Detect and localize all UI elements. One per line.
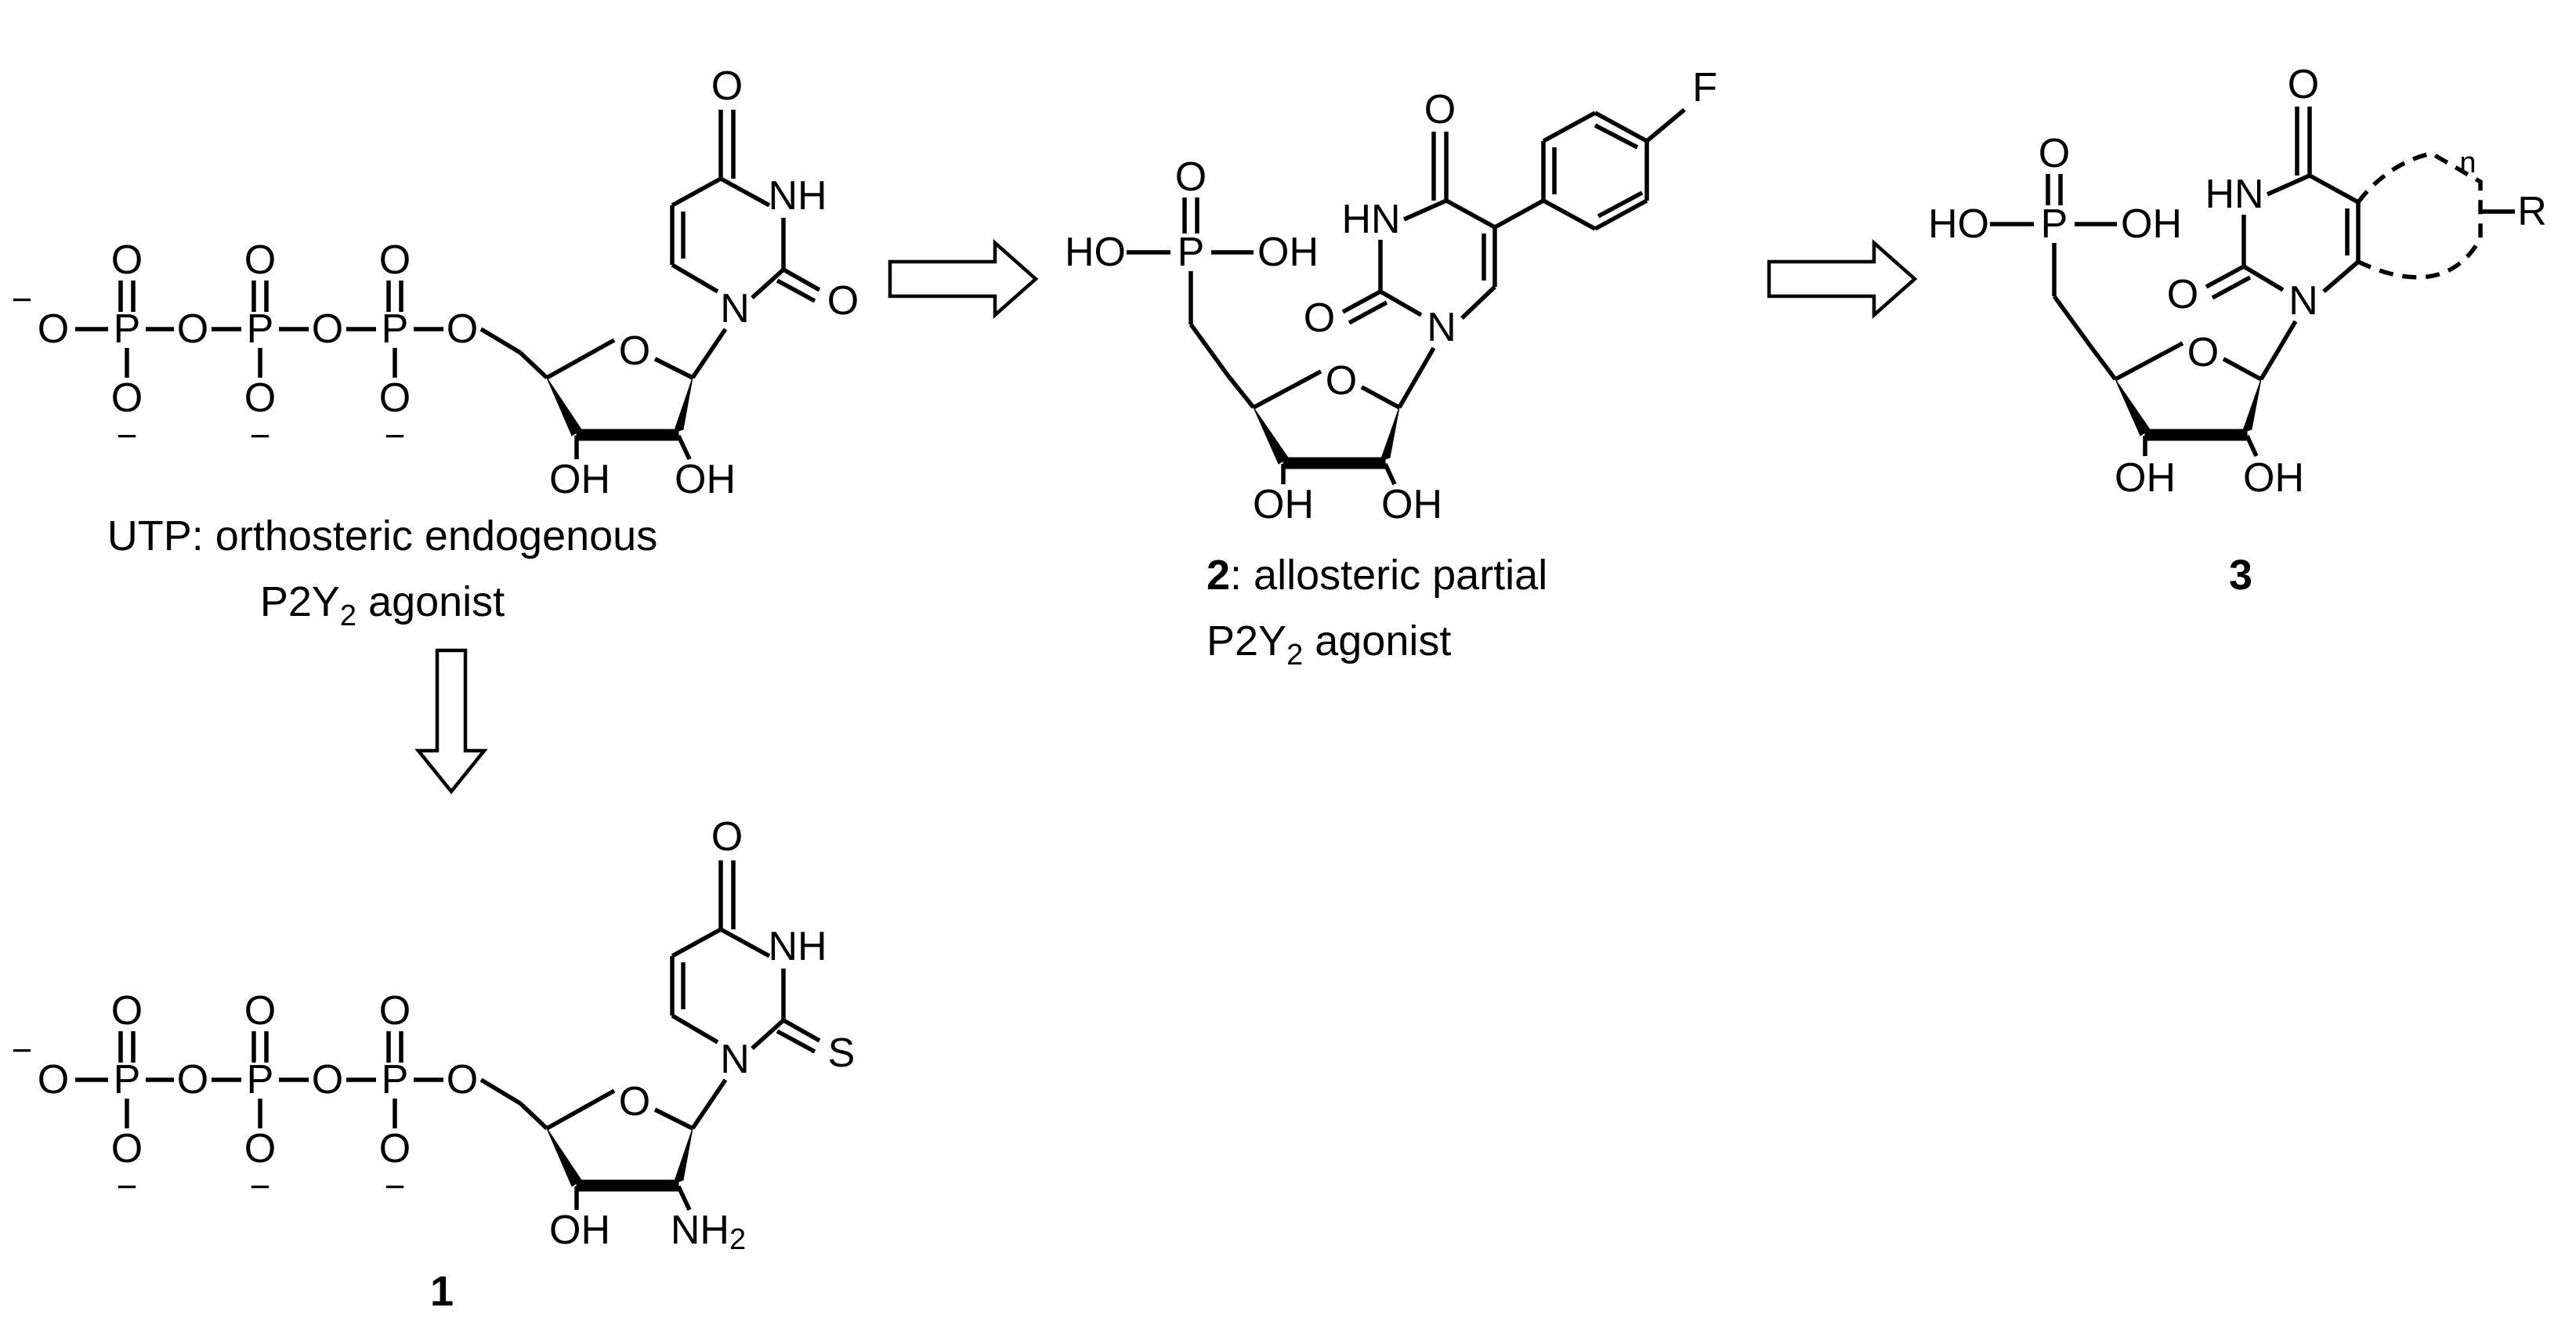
- atom-oh: OH: [2243, 455, 2304, 501]
- atom-oh: OH: [1381, 482, 1442, 527]
- atom-p: P: [2041, 201, 2068, 247]
- structure-compound-2: O HO P OH O OH OH N O HN O: [1065, 65, 1717, 527]
- ring-size-n: n: [2459, 147, 2476, 179]
- charge-minus: −: [385, 415, 406, 456]
- atom-p: P: [382, 1057, 409, 1103]
- structure-compound-1: − O P O O − O P O O − O P O O − O O: [12, 814, 856, 1256]
- atom-o: O: [711, 63, 743, 109]
- atom-hn: HN: [2205, 172, 2263, 217]
- atom-oh: OH: [549, 1208, 610, 1253]
- atom-oh: OH: [1253, 482, 1314, 527]
- atom-o: O: [2288, 62, 2319, 107]
- atom-o: O: [619, 328, 650, 374]
- structure-compound-3: O HO P OH O OH OH N O HN O n: [1928, 62, 2547, 501]
- compound-2-caption-line2: P2Y2 agonist: [1207, 617, 1451, 672]
- atom-n: N: [1427, 305, 1456, 350]
- charge-minus: −: [117, 415, 138, 456]
- arrow-down: [414, 648, 488, 795]
- atom-r: R: [2517, 189, 2547, 234]
- structure-utp: − O P O O − O P O O − O P O O − O O: [12, 63, 859, 502]
- atom-o: O: [38, 1057, 69, 1103]
- atom-o: O: [2167, 272, 2198, 317]
- atom-p: P: [247, 1057, 274, 1103]
- atom-o: O: [177, 306, 208, 352]
- atom-o: O: [447, 306, 478, 352]
- atom-o: O: [111, 375, 143, 421]
- atom-nh2: NH2: [671, 1208, 746, 1256]
- atom-nh: NH: [768, 173, 827, 219]
- atom-oh: OH: [549, 457, 610, 502]
- atom-o: O: [447, 1057, 478, 1103]
- atom-o: O: [312, 306, 343, 352]
- atom-ho: HO: [1928, 201, 1989, 247]
- atom-o: O: [244, 1126, 276, 1171]
- atom-p: P: [247, 306, 274, 352]
- atom-o: O: [111, 988, 143, 1034]
- atom-o: O: [177, 1057, 208, 1103]
- atom-ho: HO: [1065, 230, 1126, 275]
- atom-o: O: [244, 237, 276, 283]
- atom-o: O: [111, 1126, 143, 1171]
- atom-oh: OH: [2121, 201, 2182, 247]
- utp-caption-line1: UTP: orthosteric endogenous: [107, 512, 657, 559]
- compound-3-label: 3: [2229, 552, 2252, 599]
- arrow-right-1: [888, 239, 1039, 319]
- atom-o: O: [379, 1126, 411, 1171]
- charge-minus: −: [250, 1166, 271, 1207]
- atom-n: N: [720, 286, 750, 331]
- utp-caption-line2: P2Y2 agonist: [260, 578, 505, 632]
- atom-p: P: [382, 306, 409, 352]
- atom-o: O: [619, 1079, 650, 1124]
- charge-minus: −: [12, 279, 33, 320]
- atom-o: O: [379, 375, 411, 421]
- atom-o: O: [827, 278, 859, 324]
- atom-n: N: [720, 1037, 750, 1082]
- atom-oh: OH: [675, 457, 736, 502]
- charge-minus: −: [117, 1166, 138, 1207]
- atom-o: O: [2039, 131, 2070, 176]
- charge-minus: −: [250, 415, 271, 456]
- atom-o: O: [711, 814, 743, 860]
- atom-hn: HN: [1341, 197, 1400, 242]
- atom-o: O: [1175, 154, 1207, 200]
- atom-p: P: [114, 1057, 141, 1103]
- atom-o: O: [312, 1057, 343, 1103]
- atom-o: O: [1304, 295, 1335, 341]
- atom-o: O: [38, 306, 69, 352]
- atom-p: P: [1178, 230, 1205, 275]
- atom-f: F: [1692, 65, 1717, 110]
- atom-n: N: [2288, 278, 2318, 324]
- atom-o: O: [111, 237, 143, 283]
- atom-o: O: [244, 375, 276, 421]
- atom-o: O: [244, 988, 276, 1034]
- atom-oh: OH: [1257, 230, 1319, 275]
- atom-o: O: [2187, 330, 2219, 375]
- atom-o: O: [379, 237, 411, 283]
- atom-o: O: [1424, 87, 1456, 132]
- atom-nh: NH: [768, 924, 827, 969]
- compound-2-caption-line1: 2: allosteric partial: [1207, 552, 1547, 599]
- atom-p: P: [114, 306, 141, 352]
- charge-minus: −: [385, 1166, 406, 1207]
- arrow-right-2: [1767, 239, 1918, 319]
- charge-minus: −: [12, 1030, 33, 1070]
- atom-s: S: [828, 1030, 856, 1076]
- atom-o: O: [379, 988, 411, 1034]
- atom-o: O: [1326, 358, 1357, 404]
- compound-1-label: 1: [430, 1268, 454, 1315]
- atom-oh: OH: [2115, 455, 2176, 501]
